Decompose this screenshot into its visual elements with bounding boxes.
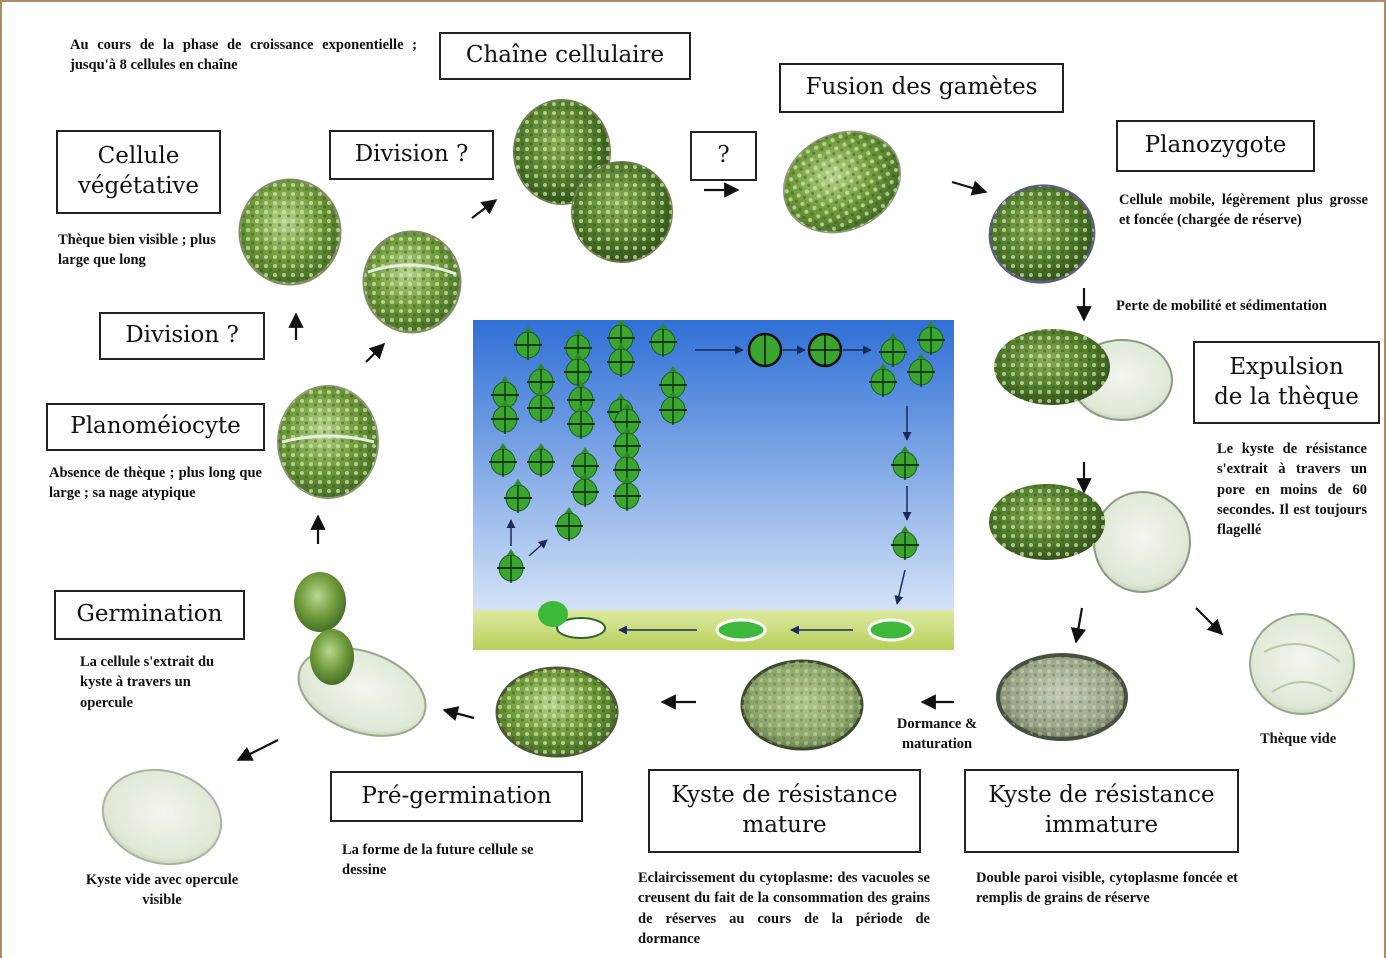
label-division-left: Division ? bbox=[99, 312, 265, 360]
label-chaine-cellulaire: Chaîne cellulaire bbox=[439, 32, 691, 80]
arrow-icon bbox=[236, 180, 1224, 761]
label-planozygote: Planozygote bbox=[1116, 120, 1315, 172]
label-expulsion-theque: Expulsion de la thèque bbox=[1193, 341, 1380, 424]
cyst-icon bbox=[538, 601, 915, 642]
label-germination: Germination bbox=[54, 590, 245, 640]
note-croissance: Au cours de la phase de croissance expon… bbox=[70, 37, 417, 74]
note-dormance: Dormance & maturation bbox=[896, 716, 978, 753]
note-kyste-vide: Kyste vide avec opercule visible bbox=[85, 872, 239, 909]
note-cellule-mobile: Cellule mobile, légèrement plus grosse e… bbox=[1119, 192, 1368, 229]
empty-theca-image bbox=[1249, 613, 1355, 715]
note-eclaircissement: Eclaircissement du cytoplasme: des vacuo… bbox=[638, 870, 930, 947]
label-pre-germination: Pré-germination bbox=[330, 771, 583, 822]
label-kyste-mature: Kyste de résistance mature bbox=[648, 769, 921, 853]
note-absence-theque: Absence de thèque ; plus long que large … bbox=[49, 465, 262, 502]
label-planomeiocyte: Planoméiocyte bbox=[46, 403, 265, 451]
label-division-top: Division ? bbox=[329, 130, 494, 180]
note-theque-vide: Thèque vide bbox=[1260, 731, 1337, 747]
empty-cyst-image bbox=[101, 768, 223, 866]
label-kyste-immature: Kyste de résistance immature bbox=[964, 769, 1239, 853]
label-fusion-gametes: Fusion des gamètes bbox=[779, 63, 1064, 113]
germination-image bbox=[297, 647, 427, 737]
note-double-paroi: Double paroi visible, cytoplasme foncée … bbox=[976, 870, 1238, 907]
note-future-cellule: La forme de la future cellule se dessine bbox=[342, 842, 534, 879]
note-perte-mobilite: Perte de mobilité et sédimentation bbox=[1116, 298, 1328, 314]
label-cellule-vegetative: Cellule végétative bbox=[56, 130, 221, 214]
label-question: ? bbox=[690, 131, 757, 181]
note-germination: La cellule s'extrait du kyste à travers … bbox=[80, 654, 215, 711]
life-cycle-scene bbox=[473, 320, 954, 650]
note-kyste-extrait: Le kyste de résistance s'extrait à trave… bbox=[1217, 441, 1367, 539]
note-theque-visible: Thèque bien visible ; plus large que lon… bbox=[58, 232, 216, 269]
